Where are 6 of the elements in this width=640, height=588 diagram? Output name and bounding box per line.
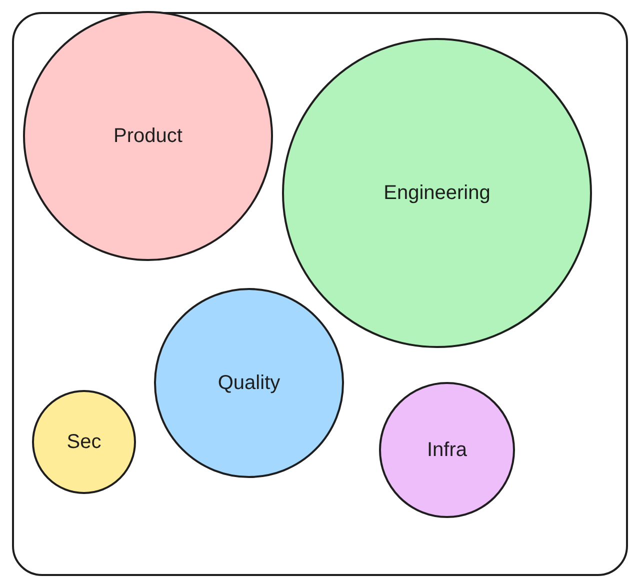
node-label: Infra — [426, 438, 468, 463]
node-label: Engineering — [384, 181, 490, 206]
node-label: Product — [114, 124, 182, 149]
node-label: Quality — [218, 371, 280, 396]
frame-box — [12, 12, 628, 576]
node-label: Sec — [66, 430, 102, 455]
